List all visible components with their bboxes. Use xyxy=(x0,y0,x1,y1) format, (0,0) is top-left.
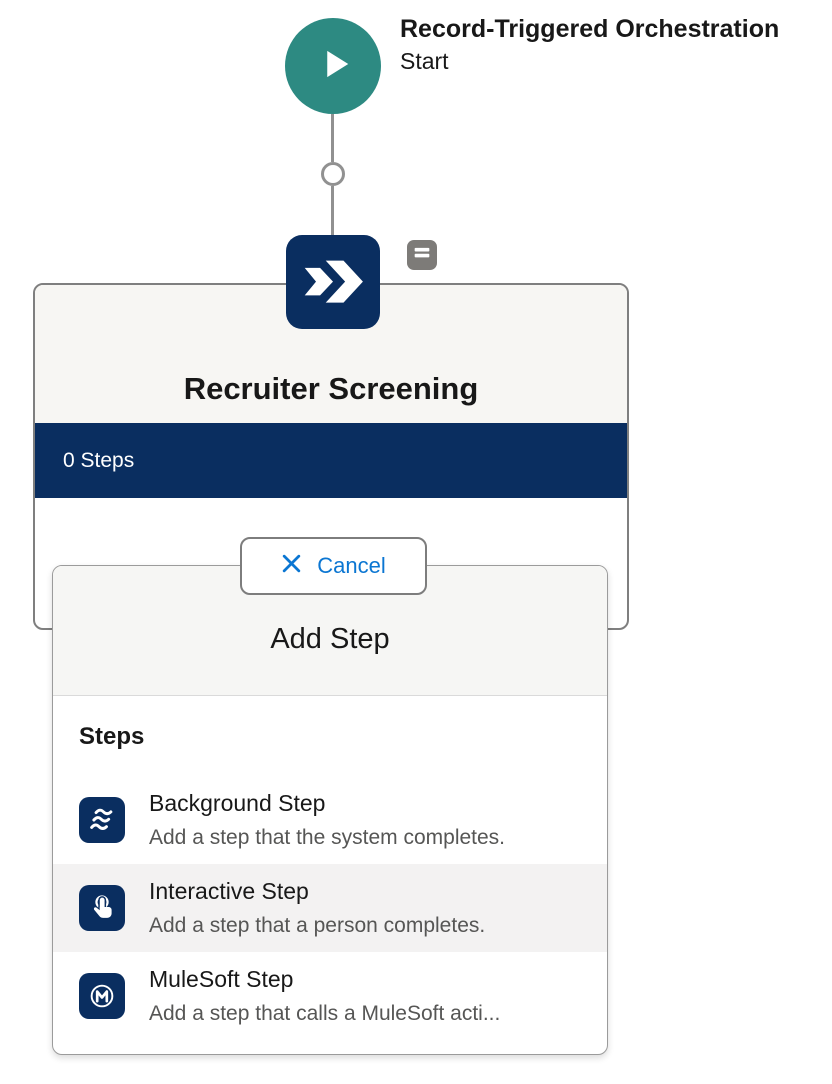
cancel-button[interactable]: Cancel xyxy=(240,537,427,595)
menu-item-description: Add a step that a person completes. xyxy=(149,914,486,937)
add-step-panel: Add Step Steps Background Step Add a ste… xyxy=(52,565,608,1055)
close-icon xyxy=(281,553,302,579)
stage-node-icon[interactable] xyxy=(286,235,380,329)
connector-line xyxy=(331,186,334,236)
stage-steps-bar: 0 Steps xyxy=(35,423,627,498)
start-node-title: Record-Triggered Orchestration xyxy=(400,15,780,43)
add-step-panel-title: Add Step xyxy=(270,623,390,655)
steps-section-header: Steps xyxy=(79,723,145,750)
menu-item-background-step[interactable]: Background Step Add a step that the syst… xyxy=(53,776,607,864)
connector-node-circle xyxy=(321,162,345,186)
menu-item-description: Add a step that the system completes. xyxy=(149,826,506,849)
menu-item-texts: Interactive Step Add a step that a perso… xyxy=(149,878,485,938)
connector-line xyxy=(331,114,334,162)
stage-details-icon xyxy=(411,242,433,269)
menu-item-texts: Background Step Add a step that the syst… xyxy=(149,790,505,850)
menu-item-mulesoft-step[interactable]: MuleSoft Step Add a step that calls a Mu… xyxy=(53,952,607,1040)
stage-details-button[interactable] xyxy=(407,240,437,270)
double-chevron-icon xyxy=(295,242,371,323)
menu-item-texts: MuleSoft Step Add a step that calls a Mu… xyxy=(149,966,500,1026)
menu-item-title: MuleSoft Step xyxy=(149,966,294,992)
menu-item-title: Background Step xyxy=(149,790,326,816)
menu-item-description: Add a step that calls a MuleSoft acti... xyxy=(149,1002,501,1025)
cancel-button-label: Cancel xyxy=(317,553,386,578)
waves-icon xyxy=(79,797,125,843)
start-node[interactable] xyxy=(285,18,381,114)
play-icon xyxy=(309,43,357,90)
start-node-subtitle: Start xyxy=(400,48,449,74)
touch-icon xyxy=(79,885,125,931)
stage-title: Recruiter Screening xyxy=(183,371,479,406)
menu-item-title: Interactive Step xyxy=(149,878,309,904)
stage-steps-count: 0 Steps xyxy=(63,448,135,472)
menu-item-interactive-step[interactable]: Interactive Step Add a step that a perso… xyxy=(53,864,607,952)
step-options-list: Background Step Add a step that the syst… xyxy=(53,776,607,1040)
mulesoft-icon xyxy=(79,973,125,1019)
start-node-labels: Record-Triggered Orchestration Start xyxy=(400,13,779,77)
